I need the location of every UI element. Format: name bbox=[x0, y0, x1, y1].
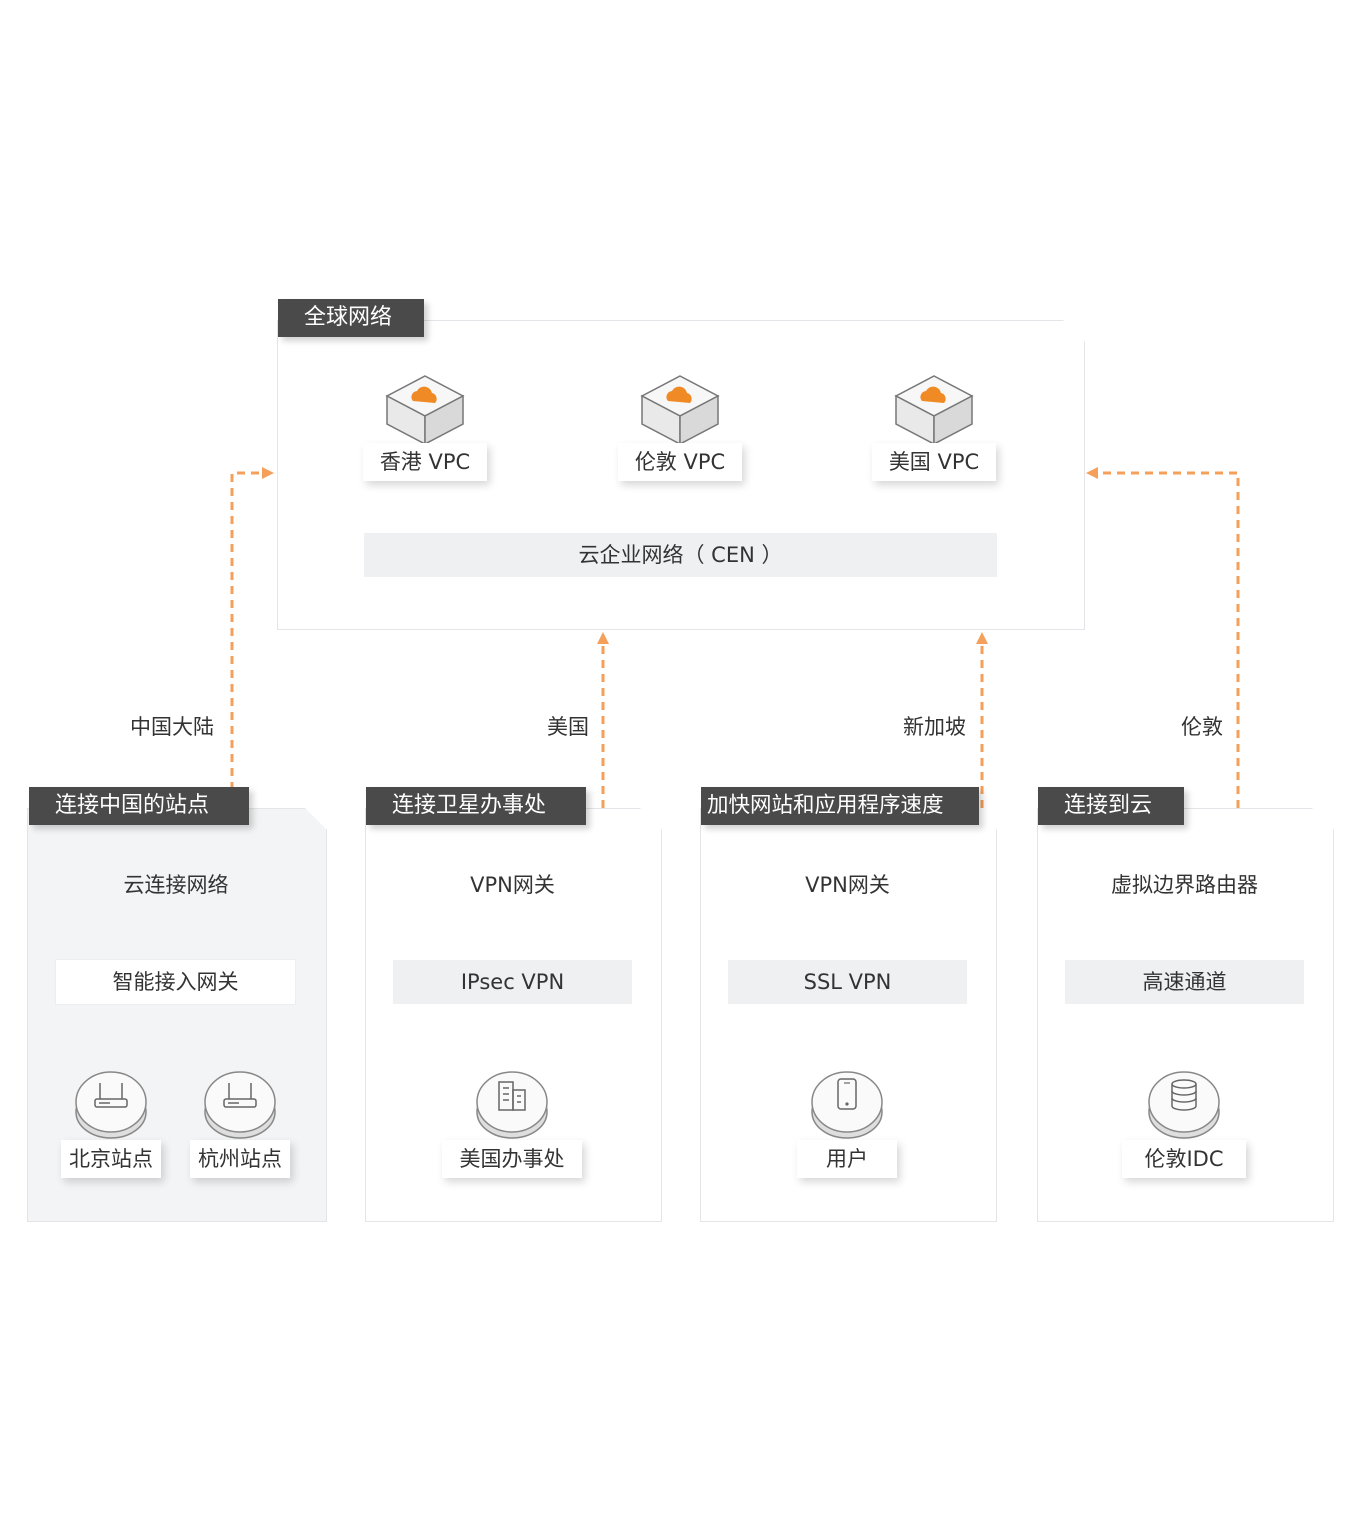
panel-china-top-label: 云连接网络 bbox=[123, 873, 229, 897]
cen-bar: 云企业网络（ CEN ） bbox=[364, 533, 997, 577]
panel-accelerate-title: 加快网站和应用程序速度 bbox=[701, 787, 979, 825]
vpc-london-label: 伦敦 VPC bbox=[618, 443, 742, 481]
cloud-vpc-icon bbox=[385, 375, 465, 446]
link-label-singapore: 新加坡 bbox=[903, 715, 966, 739]
panel-china-sites-title: 连接中国的站点 bbox=[29, 787, 249, 825]
database-icon bbox=[1148, 1071, 1220, 1139]
phone-icon bbox=[811, 1071, 883, 1139]
panel-satellite-offices-title: 连接卫星办事处 bbox=[366, 787, 586, 825]
vpc-hongkong-label: 香港 VPC bbox=[363, 443, 487, 481]
endpoint-beijing: 北京站点 bbox=[61, 1140, 161, 1178]
panel-china-middle-bar: 智能接入网关 bbox=[56, 960, 295, 1004]
endpoint-user: 用户 bbox=[797, 1140, 897, 1178]
link-london bbox=[1086, 467, 1240, 808]
router-icon bbox=[204, 1071, 276, 1139]
link-label-us: 美国 bbox=[547, 715, 589, 739]
router-icon bbox=[75, 1071, 147, 1139]
endpoint-hangzhou: 杭州站点 bbox=[190, 1140, 290, 1178]
global-network-title: 全球网络 bbox=[278, 299, 424, 337]
panel-accelerate-top-label: VPN网关 bbox=[805, 873, 890, 897]
link-label-china: 中国大陆 bbox=[130, 715, 214, 739]
endpoint-us-office: 美国办事处 bbox=[442, 1140, 582, 1178]
panel-cloud-top-label: 虚拟边界路由器 bbox=[1111, 873, 1258, 897]
link-china bbox=[230, 467, 274, 790]
vpc-us-label: 美国 VPC bbox=[872, 443, 996, 481]
endpoint-london-idc: 伦敦IDC bbox=[1122, 1140, 1246, 1178]
link-label-london: 伦敦 bbox=[1181, 715, 1223, 739]
panel-satellite-top-label: VPN网关 bbox=[470, 873, 555, 897]
panel-satellite-middle-bar: IPsec VPN bbox=[393, 960, 632, 1004]
cloud-vpc-icon bbox=[894, 375, 974, 446]
panel-connect-cloud-title: 连接到云 bbox=[1038, 787, 1184, 825]
building-icon bbox=[476, 1071, 548, 1139]
cloud-vpc-icon bbox=[640, 375, 720, 446]
panel-cloud-middle-bar: 高速通道 bbox=[1065, 960, 1304, 1004]
panel-accelerate-middle-bar: SSL VPN bbox=[728, 960, 967, 1004]
